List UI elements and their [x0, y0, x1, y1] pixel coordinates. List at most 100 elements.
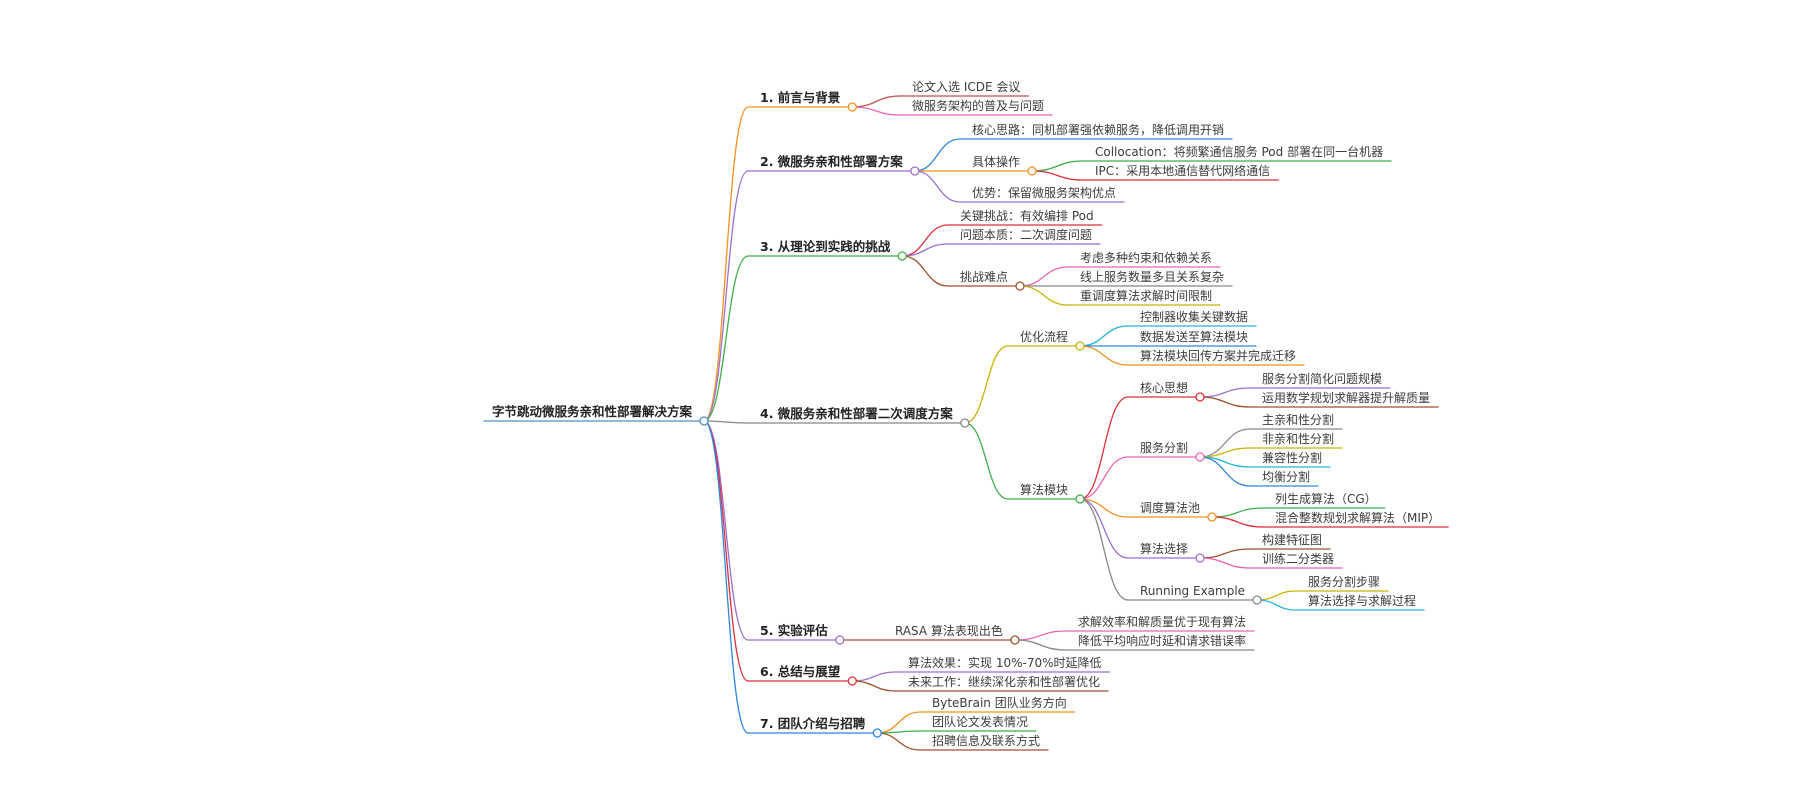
branch-7-label[interactable]: 7. 团队介绍与招聘 — [760, 716, 866, 731]
collapse-toggle-icon[interactable] — [1252, 595, 1262, 605]
leaf-5-1-2[interactable]: 降低平均响应时延和请求错误率 — [1078, 634, 1247, 648]
collapse-toggle-icon[interactable] — [1075, 494, 1085, 504]
leaf-4-2-5-1[interactable]: 服务分割步骤 — [1308, 575, 1381, 589]
connector-curve — [1080, 345, 1129, 366]
connector-curve — [1200, 396, 1251, 408]
leaf-2-2-2[interactable]: IPC：采用本地通信替代网络通信 — [1095, 164, 1271, 178]
collapse-toggle-icon[interactable] — [1195, 392, 1205, 402]
connector-curve — [703, 420, 749, 734]
sub-4-2-1[interactable]: 核心思想 — [1140, 381, 1189, 395]
sub-5-1[interactable]: RASA 算法表现出色 — [895, 624, 1003, 638]
collapse-toggle-icon[interactable] — [910, 166, 920, 176]
connector-curve — [703, 170, 749, 422]
leaf-4-1-2[interactable]: 数据发送至算法模块 — [1140, 330, 1249, 344]
connector-curve — [1014, 630, 1067, 641]
leaf-4-2-4-1[interactable]: 构建特征图 — [1262, 533, 1323, 547]
root-node-label[interactable]: 字节跳动微服务亲和性部署解决方案 — [492, 404, 693, 419]
collapse-toggle-icon[interactable] — [1195, 452, 1205, 462]
leaf-2-1[interactable]: 核心思路：同机部署强依赖服务，降低调用开销 — [972, 123, 1225, 137]
leaf-4-2-1-1[interactable]: 服务分割简化问题规模 — [1262, 372, 1383, 386]
collapse-toggle-icon[interactable] — [1195, 553, 1205, 563]
leaf-4-2-3-2[interactable]: 混合整数规划求解算法（MIP） — [1275, 511, 1441, 525]
connector-curve — [902, 243, 949, 257]
leaf-3-2[interactable]: 问题本质：二次调度问题 — [960, 228, 1093, 242]
sub-4-2-4[interactable]: 算法选择 — [1140, 542, 1189, 556]
branch-6-label[interactable]: 6. 总结与展望 — [760, 664, 841, 679]
leaf-4-1-3[interactable]: 算法模块回传方案并完成迁移 — [1140, 349, 1297, 363]
collapse-toggle-icon[interactable] — [897, 251, 907, 261]
leaf-1-2[interactable]: 微服务架构的普及与问题 — [912, 99, 1045, 113]
leaf-4-1-1[interactable]: 控制器收集关键数据 — [1140, 310, 1249, 324]
collapse-toggle-icon[interactable] — [872, 728, 882, 738]
connector-curve — [1079, 396, 1129, 500]
sub-4-2-5[interactable]: Running Example — [1140, 584, 1246, 598]
leaf-4-2-3-1[interactable]: 列生成算法（CG） — [1275, 492, 1377, 506]
connector-curve — [852, 680, 897, 692]
collapse-toggle-icon[interactable] — [1010, 635, 1020, 645]
connector-curve — [703, 255, 749, 422]
sub-4-2-3[interactable]: 调度算法池 — [1140, 501, 1201, 515]
connector-curve — [1079, 498, 1129, 559]
sub-2-2[interactable]: 具体操作 — [972, 155, 1021, 169]
branch-3-label[interactable]: 3. 从理论到实践的挑战 — [760, 239, 891, 254]
collapse-toggle-icon[interactable] — [847, 102, 857, 112]
collapse-toggle-icon[interactable] — [1015, 281, 1025, 291]
leaf-7-1[interactable]: ByteBrain 团队业务方向 — [932, 696, 1067, 710]
branch-5-label[interactable]: 5. 实验评估 — [760, 623, 828, 638]
branch-1-label[interactable]: 1. 前言与背景 — [760, 90, 841, 105]
connector-curve — [704, 420, 749, 424]
sub-4-1[interactable]: 优化流程 — [1020, 330, 1069, 344]
leaf-4-2-2-4[interactable]: 均衡分割 — [1262, 470, 1311, 484]
connector-curve — [914, 138, 961, 172]
connector-curve — [1080, 325, 1129, 347]
leaf-4-2-2-1[interactable]: 主亲和性分割 — [1262, 413, 1335, 427]
connector-curve — [1200, 557, 1251, 569]
connector-curve — [964, 422, 1009, 500]
collapse-toggle-icon[interactable] — [847, 676, 857, 686]
branch-4-label[interactable]: 4. 微服务亲和性部署二次调度方案 — [760, 406, 953, 421]
leaf-7-3[interactable]: 招聘信息及联系方式 — [932, 734, 1041, 748]
leaf-3-3-1[interactable]: 考虑多种约束和依赖关系 — [1080, 251, 1213, 265]
leaf-4-2-2-2[interactable]: 非亲和性分割 — [1262, 432, 1335, 446]
leaf-1-1[interactable]: 论文入选 ICDE 会议 — [912, 80, 1021, 94]
collapse-toggle-icon[interactable] — [1207, 512, 1217, 522]
connector-curve — [1257, 599, 1297, 611]
collapse-toggle-icon[interactable] — [699, 416, 709, 426]
connector-curve — [703, 420, 749, 682]
connector-curve — [852, 95, 901, 108]
leaf-6-1[interactable]: 算法效果：实现 10%-70%时延降低 — [908, 656, 1102, 670]
collapse-toggle-icon[interactable] — [835, 635, 845, 645]
collapse-toggle-icon[interactable] — [1075, 341, 1085, 351]
connector-curve — [1200, 456, 1251, 487]
connector-curve — [1079, 456, 1129, 500]
connector-curve — [1212, 507, 1264, 518]
connector-curve — [1020, 285, 1069, 306]
leaf-3-1[interactable]: 关键挑战：有效编排 Pod — [960, 209, 1094, 223]
sub-4-2[interactable]: 算法模块 — [1020, 483, 1069, 497]
connector-curve — [1079, 498, 1129, 601]
leaf-4-2-5-2[interactable]: 算法选择与求解过程 — [1308, 594, 1417, 608]
connector-curve — [1257, 590, 1297, 601]
collapse-toggle-icon[interactable] — [960, 418, 970, 428]
leaf-2-3[interactable]: 优势：保留微服务架构优点 — [972, 186, 1117, 200]
connector-curve — [914, 170, 961, 203]
leaf-4-2-1-2[interactable]: 运用数学规划求解器提升解质量 — [1262, 391, 1431, 405]
leaf-7-2[interactable]: 团队论文发表情况 — [932, 715, 1029, 729]
leaf-2-2-1[interactable]: Collocation：将频繁通信服务 Pod 部署在同一台机器 — [1095, 145, 1384, 159]
leaf-5-1-1[interactable]: 求解效率和解质量优于现有算法 — [1078, 615, 1247, 629]
connector-curve — [852, 671, 897, 682]
leaf-4-2-4-2[interactable]: 训练二分类器 — [1262, 552, 1335, 566]
sub-4-2-2[interactable]: 服务分割 — [1140, 441, 1189, 455]
branch-2-label[interactable]: 2. 微服务亲和性部署方案 — [760, 154, 903, 169]
connector-curve — [964, 345, 1009, 424]
connector-curve — [1032, 170, 1084, 181]
leaf-3-3-3[interactable]: 重调度算法求解时间限制 — [1080, 289, 1213, 303]
sub-3-3[interactable]: 挑战难点 — [960, 270, 1009, 284]
connector-curve — [877, 711, 921, 734]
collapse-toggle-icon[interactable] — [1027, 166, 1037, 176]
leaf-6-2[interactable]: 未来工作：继续深化亲和性部署优化 — [908, 675, 1101, 689]
leaf-4-2-2-3[interactable]: 兼容性分割 — [1262, 451, 1323, 465]
connector-curve — [877, 732, 921, 751]
leaf-3-3-2[interactable]: 线上服务数量多且关系复杂 — [1080, 270, 1225, 284]
